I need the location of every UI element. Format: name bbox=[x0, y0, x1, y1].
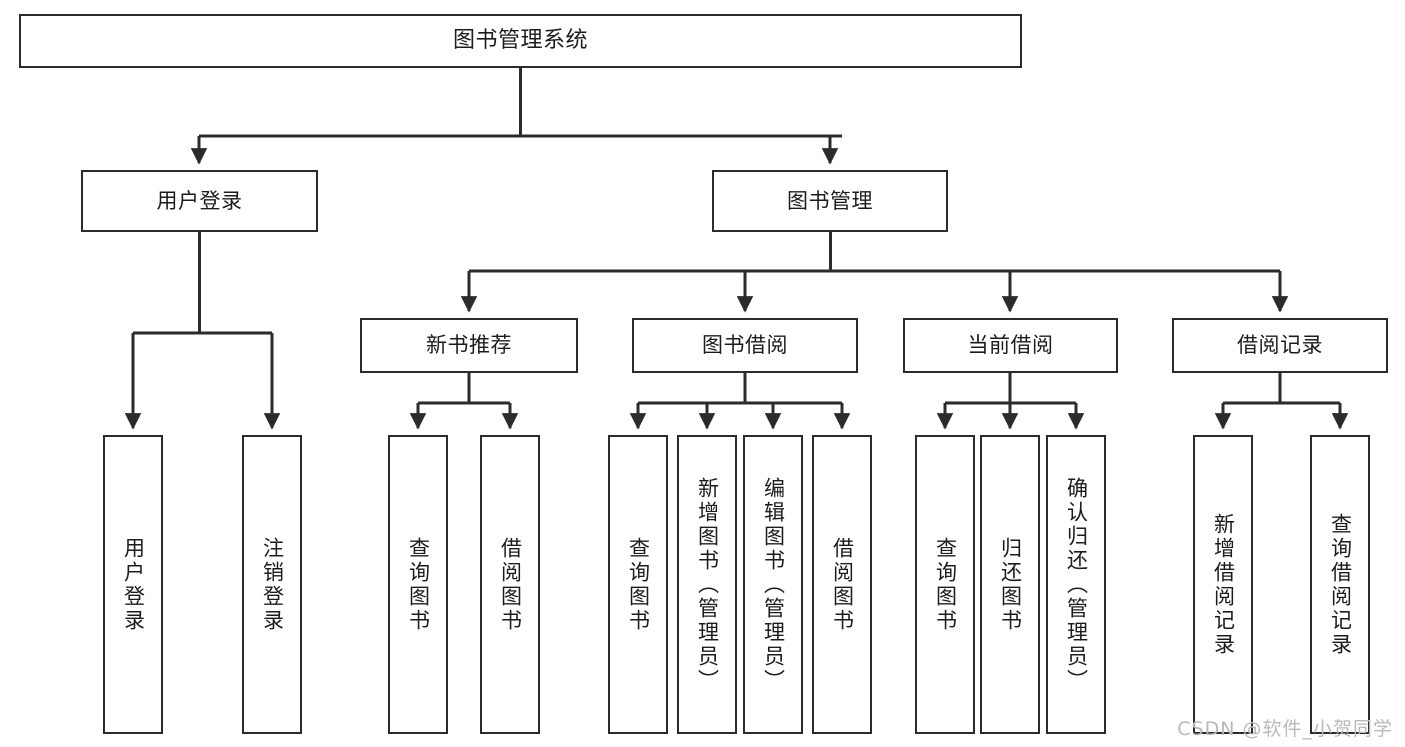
node-leaf-user-login[interactable]: 用户登录 bbox=[103, 435, 163, 734]
node-label: 借阅图书 bbox=[830, 536, 855, 633]
node-user-login[interactable]: 用户登录 bbox=[81, 170, 318, 232]
node-label: 编辑图书（管理员） bbox=[761, 476, 786, 693]
node-leaf-borrow-book[interactable]: 借阅图书 bbox=[812, 435, 872, 734]
node-label: 借阅图书 bbox=[498, 536, 523, 633]
node-label: 用户登录 bbox=[156, 188, 243, 213]
node-leaf-query-book-borrow[interactable]: 查询图书 bbox=[608, 435, 668, 734]
node-label: 新增借阅记录 bbox=[1211, 512, 1236, 657]
node-label: 查询图书 bbox=[933, 536, 958, 633]
node-label: 查询图书 bbox=[626, 536, 651, 633]
node-label: 图书借阅 bbox=[702, 333, 788, 358]
node-label: 查询图书 bbox=[406, 536, 431, 633]
node-label: 图书管理 bbox=[787, 188, 873, 213]
node-leaf-return-book[interactable]: 归还图书 bbox=[980, 435, 1040, 734]
node-leaf-query-borrow-record[interactable]: 查询借阅记录 bbox=[1310, 435, 1370, 734]
node-leaf-borrow-book-recommendation[interactable]: 借阅图书 bbox=[480, 435, 540, 734]
node-leaf-edit-book-admin[interactable]: 编辑图书（管理员） bbox=[743, 435, 803, 734]
node-label: 当前借阅 bbox=[967, 333, 1054, 358]
node-label: 归还图书 bbox=[998, 536, 1023, 633]
node-book-management-system[interactable]: 图书管理系统 bbox=[19, 14, 1022, 68]
node-new-book-recommendation[interactable]: 新书推荐 bbox=[360, 318, 578, 373]
node-label: 注销登录 bbox=[260, 536, 285, 633]
node-leaf-confirm-return-admin[interactable]: 确认归还（管理员） bbox=[1046, 435, 1106, 734]
node-label: 查询借阅记录 bbox=[1328, 512, 1353, 657]
node-leaf-query-book-current[interactable]: 查询图书 bbox=[915, 435, 975, 734]
node-leaf-add-borrow-record[interactable]: 新增借阅记录 bbox=[1193, 435, 1253, 734]
node-label: 新书推荐 bbox=[426, 333, 512, 358]
node-current-borrow[interactable]: 当前借阅 bbox=[903, 318, 1118, 373]
node-label: 确认归还（管理员） bbox=[1064, 476, 1089, 693]
node-label: 图书管理系统 bbox=[452, 28, 588, 54]
node-label: 借阅记录 bbox=[1237, 333, 1323, 358]
node-leaf-query-book-recommendation[interactable]: 查询图书 bbox=[388, 435, 448, 734]
node-leaf-logout-login[interactable]: 注销登录 bbox=[242, 435, 302, 734]
node-borrow-record[interactable]: 借阅记录 bbox=[1172, 318, 1388, 373]
node-book-manage[interactable]: 图书管理 bbox=[712, 170, 948, 232]
node-label: 新增图书（管理员） bbox=[695, 476, 720, 693]
node-book-borrow[interactable]: 图书借阅 bbox=[632, 318, 858, 373]
node-label: 用户登录 bbox=[121, 536, 146, 633]
node-leaf-add-book-admin[interactable]: 新增图书（管理员） bbox=[677, 435, 737, 734]
